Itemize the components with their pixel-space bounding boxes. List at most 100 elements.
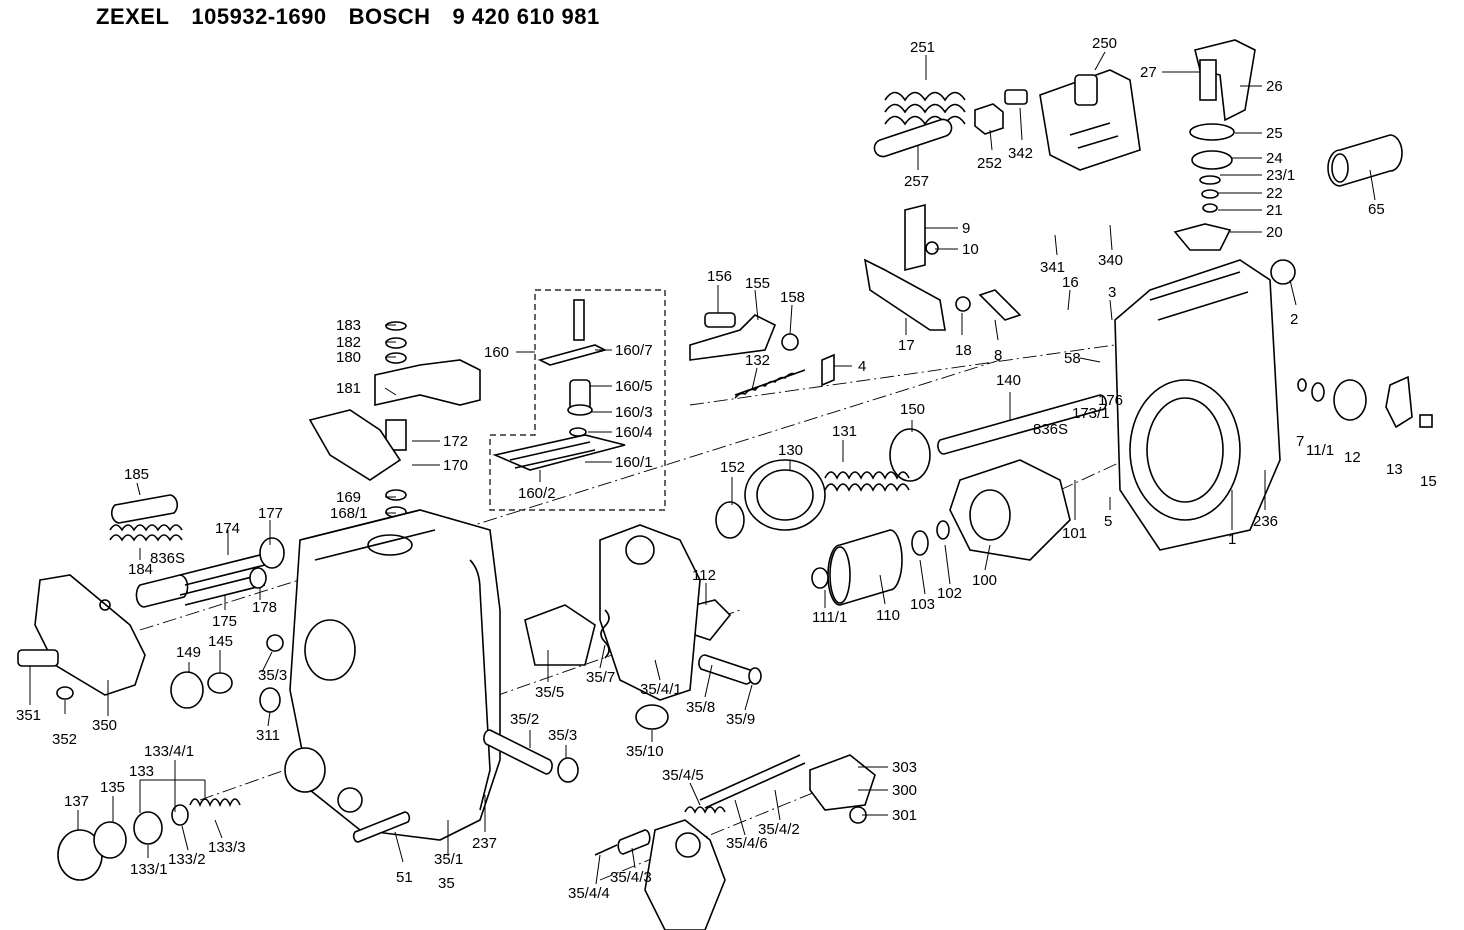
- label-180: 180: [336, 349, 361, 366]
- label-112: 112: [692, 567, 716, 584]
- label-35-3-left: 35/3: [258, 667, 287, 684]
- label-137: 137: [64, 793, 89, 810]
- brand-bosch: BOSCH: [348, 4, 431, 29]
- part-252-342-screws: [974, 89, 1028, 135]
- part-number-bosch: 9 420 610 981: [452, 4, 600, 29]
- part-labels: 251 250 27 26 25 24 23/1 22 21 20 65 252…: [16, 35, 1437, 902]
- label-133: 133: [129, 763, 154, 780]
- label-150: 150: [900, 401, 925, 418]
- label-35-4-3: 35/4/3: [610, 869, 652, 886]
- label-181: 181: [336, 380, 361, 397]
- label-352: 352: [52, 731, 77, 748]
- label-110: 110: [876, 607, 900, 624]
- label-130: 130: [778, 442, 803, 459]
- parts-140-150-131-130-152-shaft-springs: [715, 394, 1107, 539]
- parts-251-257-springs: [873, 91, 966, 158]
- label-350: 350: [92, 717, 117, 734]
- label-160-7: 160/7: [615, 342, 653, 359]
- label-836s-right: 836S: [1033, 421, 1068, 438]
- parts-35-4-and-300-303: [594, 754, 876, 930]
- label-103: 103: [910, 596, 935, 613]
- parts-20-27-stack: [1173, 39, 1256, 251]
- part-35-main-body: [284, 509, 501, 841]
- label-35-5: 35/5: [535, 684, 564, 701]
- label-35-4-6: 35/4/6: [726, 835, 768, 852]
- label-133-4-1: 133/4/1: [144, 743, 194, 760]
- label-101: 101: [1062, 525, 1087, 542]
- label-303: 303: [892, 759, 917, 776]
- label-24: 24: [1266, 150, 1283, 167]
- label-184: 184: [128, 561, 153, 578]
- label-176: 176: [1098, 392, 1123, 409]
- label-35-3-right: 35/3: [548, 727, 577, 744]
- part-1-housing: [1114, 259, 1281, 551]
- label-133-1: 133/1: [130, 861, 168, 878]
- label-168-1: 168/1: [330, 505, 368, 522]
- label-133-3: 133/3: [208, 839, 246, 856]
- label-35-10: 35/10: [626, 743, 664, 760]
- diagram-header: ZEXEL 105932-1690 BOSCH 9 420 610 981: [96, 4, 600, 32]
- label-155: 155: [745, 275, 770, 292]
- parts-155-158-132: [689, 312, 835, 399]
- label-13: 13: [1386, 461, 1403, 478]
- leader-lines: [29, 51, 1376, 885]
- label-185: 185: [124, 466, 149, 483]
- label-5: 5: [1104, 513, 1112, 530]
- label-35-1: 35/1: [434, 851, 463, 868]
- label-35-7: 35/7: [586, 669, 615, 686]
- label-178: 178: [252, 599, 277, 616]
- label-135: 135: [100, 779, 125, 796]
- label-170: 170: [443, 457, 468, 474]
- label-351: 351: [16, 707, 41, 724]
- brand-zexel: ZEXEL: [96, 4, 170, 29]
- label-1: 1: [1228, 531, 1236, 548]
- label-27: 27: [1140, 64, 1157, 81]
- label-4: 4: [858, 358, 866, 375]
- label-340: 340: [1098, 252, 1123, 269]
- parts-100-103-110-112: [694, 459, 1071, 641]
- label-16: 16: [1062, 274, 1079, 291]
- label-35-4-5: 35/4/5: [662, 767, 704, 784]
- label-252: 252: [977, 155, 1002, 172]
- label-237: 237: [472, 835, 497, 852]
- label-11-1-right: 11/1: [1306, 442, 1334, 459]
- label-156: 156: [707, 268, 732, 285]
- label-2: 2: [1290, 311, 1298, 328]
- label-7: 7: [1296, 433, 1304, 450]
- parts-170-183-lever-stack: [308, 321, 481, 518]
- label-174: 174: [215, 520, 240, 537]
- label-236: 236: [1253, 513, 1278, 530]
- label-35-4-4: 35/4/4: [568, 885, 610, 902]
- label-173-1: 173/1: [1072, 405, 1110, 422]
- label-160-5: 160/5: [615, 378, 653, 395]
- label-250: 250: [1092, 35, 1117, 52]
- label-175: 175: [212, 613, 237, 630]
- label-22: 22: [1266, 185, 1283, 202]
- label-23-1: 23/1: [1266, 167, 1295, 184]
- parts-350-352-bracket: [17, 574, 146, 700]
- parts-160-group-box: [489, 289, 666, 511]
- label-100: 100: [972, 572, 997, 589]
- label-152: 152: [720, 459, 745, 476]
- label-35-4-2: 35/4/2: [758, 821, 800, 838]
- label-25: 25: [1266, 125, 1283, 142]
- part-250-bracket: [1039, 69, 1141, 171]
- label-177: 177: [258, 505, 283, 522]
- label-102: 102: [937, 585, 962, 602]
- label-251: 251: [910, 39, 935, 56]
- label-160: 160: [484, 344, 509, 361]
- label-18: 18: [955, 342, 972, 359]
- label-35-4-1: 35/4/1: [640, 681, 682, 698]
- label-35-9: 35/9: [726, 711, 755, 728]
- label-836s-left: 836S: [150, 550, 185, 567]
- label-160-1: 160/1: [615, 454, 653, 471]
- label-10: 10: [962, 241, 979, 258]
- label-160-4: 160/4: [615, 424, 653, 441]
- part-65-sleeve: [1327, 134, 1403, 187]
- label-15: 15: [1420, 473, 1437, 490]
- label-35-8: 35/8: [686, 699, 715, 716]
- parts-9-17-18-8-levers: [863, 203, 1022, 331]
- label-342: 342: [1008, 145, 1033, 162]
- label-35-2: 35/2: [510, 711, 539, 728]
